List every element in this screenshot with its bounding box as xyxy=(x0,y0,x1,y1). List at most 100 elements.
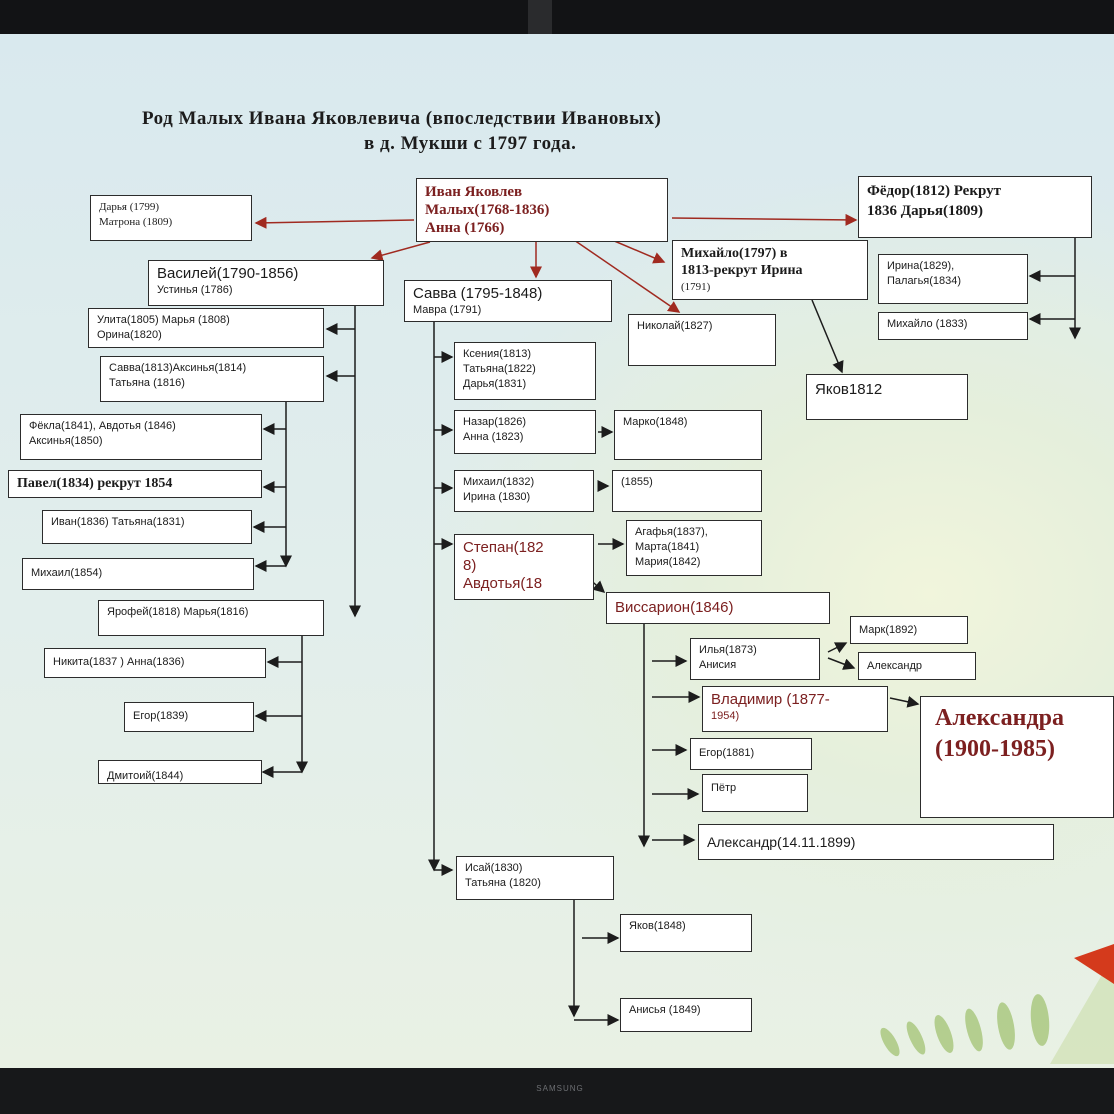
box-line: Татьяна(1822) xyxy=(463,363,536,375)
person-box-aleksandr-1899: Александр(14.11.1899) xyxy=(698,824,1054,860)
person-box-dmitriy: Дмитоий(1844) xyxy=(98,760,262,784)
box-line: Егор(1881) xyxy=(699,747,755,759)
box-line: Палагья(1834) xyxy=(887,275,962,287)
box-line: Авдотья(18 xyxy=(463,575,543,592)
person-box-pyotr: Пётр xyxy=(702,774,808,812)
box-line: Устинья (1786) xyxy=(157,284,233,296)
box-line: Ксения(1813) xyxy=(463,348,531,360)
box-line: Дарья(1831) xyxy=(463,378,527,390)
slide-title-line1: Род Малых Ивана Яковлевича (впоследствии… xyxy=(142,108,662,129)
person-box-vasiliy: Василей(1790-1856) Устинья (1786) xyxy=(148,260,384,306)
box-line: Савва (1795-1848) xyxy=(413,285,543,302)
box-line: Савва(1813)Аксинья(1814) xyxy=(109,362,247,374)
person-box-egor-1881: Егор(1881) xyxy=(690,738,812,770)
box-line: Ирина (1830) xyxy=(463,491,531,503)
box-line: Пётр xyxy=(711,782,737,794)
box-line: Яков(1848) xyxy=(629,920,686,932)
person-box-mikhail-1832: Михаил(1832) Ирина (1830) xyxy=(454,470,594,512)
person-box-1855: (1855) xyxy=(612,470,762,512)
box-line: Анна (1823) xyxy=(463,431,524,443)
person-box-fyodor: Фёдор(1812) Рекрут 1836 Дарья(1809) xyxy=(858,176,1092,238)
person-box-kseniya: Ксения(1813) Татьяна(1822) Дарья(1831) xyxy=(454,342,596,400)
box-line: (1791) xyxy=(681,281,711,293)
box-line: Анисья (1849) xyxy=(629,1004,701,1016)
person-box-marko: Марко(1848) xyxy=(614,410,762,460)
box-line: Александр(14.11.1899) xyxy=(707,834,856,850)
box-line: Степан(182 xyxy=(463,539,544,556)
box-line: Анисия xyxy=(699,659,737,671)
person-box-anisya: Анисья (1849) xyxy=(620,998,752,1032)
box-line: Дарья (1799) xyxy=(99,201,160,213)
box-line: Исай(1830) xyxy=(465,862,523,874)
person-box-stepan: Степан(182 8) Авдотья(18 xyxy=(454,534,594,600)
person-box-nikolai: Николай(1827) xyxy=(628,314,776,366)
box-line: Александра xyxy=(935,705,1064,731)
person-box-ilya: Илья(1873) Анисия xyxy=(690,638,820,680)
person-box-aleksandr-son: Александр xyxy=(858,652,976,680)
box-line: Татьяна (1816) xyxy=(109,377,185,389)
person-box-vladimir: Владимир (1877- 1954) xyxy=(702,686,888,732)
person-box-yakov-1848: Яков(1848) xyxy=(620,914,752,952)
box-line: Фёкла(1841), Авдотья (1846) xyxy=(29,420,176,432)
box-line: Матрона (1809) xyxy=(99,216,173,228)
person-box-agafya: Агафья(1837), Марта(1841) Мария(1842) xyxy=(626,520,762,576)
box-line: Анна (1766) xyxy=(425,220,505,236)
person-box-pavel: Павел(1834) рекрут 1854 xyxy=(8,470,262,498)
box-line: Фёдор(1812) Рекрут xyxy=(867,183,1001,199)
person-box-fyodor-child-1: Ирина(1829), Палагья(1834) xyxy=(878,254,1028,304)
person-box-aleksandra: Александра (1900-1985) xyxy=(920,696,1114,818)
person-box-nikita: Никита(1837 ) Анна(1836) xyxy=(44,648,266,678)
box-line: (1900-1985) xyxy=(935,736,1055,762)
person-box-daughters: Дарья (1799) Матрона (1809) xyxy=(90,195,252,241)
monitor-bezel xyxy=(0,1068,1114,1114)
box-line: Михайло(1797) в xyxy=(681,246,788,261)
box-line: Малых(1768-1836) xyxy=(425,202,550,218)
person-box-savva: Савва (1795-1848) Мавра (1791) xyxy=(404,280,612,322)
box-line: (1855) xyxy=(621,476,653,488)
person-box-vasiliy-child-2: Савва(1813)Аксинья(1814) Татьяна (1816) xyxy=(100,356,324,402)
person-box-fyodor-child-2: Михайло (1833) xyxy=(878,312,1028,340)
person-box-nazar: Назар(1826) Анна (1823) xyxy=(454,410,596,454)
box-line: Михаил(1854) xyxy=(31,567,103,579)
box-line: Ирина(1829), xyxy=(887,260,955,272)
box-line: 8) xyxy=(463,557,477,574)
person-box-savva-child-1: Фёкла(1841), Авдотья (1846) Аксинья(1850… xyxy=(20,414,262,460)
box-line: Марко(1848) xyxy=(623,416,688,428)
person-box-ivan-1836: Иван(1836) Татьяна(1831) xyxy=(42,510,252,544)
person-box-vissarion: Виссарион(1846) xyxy=(606,592,830,624)
box-line: Владимир (1877- xyxy=(711,691,830,708)
leaf-decoration-icon xyxy=(880,944,1114,1064)
person-box-isai: Исай(1830) Татьяна (1820) xyxy=(456,856,614,900)
box-line: Виссарион(1846) xyxy=(615,599,734,616)
box-line: Ярофей(1818) Марья(1816) xyxy=(107,606,249,618)
connector-lines xyxy=(252,213,1081,1026)
box-line: Михайло (1833) xyxy=(887,318,968,330)
box-line: Агафья(1837), xyxy=(635,526,708,538)
person-box-yarofei: Ярофей(1818) Марья(1816) xyxy=(98,600,324,636)
box-line: Никита(1837 ) Анна(1836) xyxy=(53,656,185,668)
box-line: Назар(1826) xyxy=(463,416,527,428)
box-line: Иван Яковлев xyxy=(425,184,523,200)
person-box-egor-1839: Егор(1839) xyxy=(124,702,254,732)
box-line: Василей(1790-1856) xyxy=(157,265,299,282)
person-box-mark: Марк(1892) xyxy=(850,616,968,644)
person-box-ivan-root: Иван Яковлев Малых(1768-1836) Анна (1766… xyxy=(416,178,668,242)
box-line: Орина(1820) xyxy=(97,329,162,341)
box-line: Егор(1839) xyxy=(133,710,189,722)
box-line: 1954) xyxy=(711,710,740,722)
box-line: Аксинья(1850) xyxy=(29,435,103,447)
slide-title-line2: в д. Мукши с 1797 года. xyxy=(364,133,577,154)
box-line: Мавра (1791) xyxy=(413,304,482,316)
box-line: Марк(1892) xyxy=(859,624,918,636)
box-line: Михаил(1832) xyxy=(463,476,535,488)
box-line: Дмитоий(1844) xyxy=(107,770,184,782)
box-line: Николай(1827) xyxy=(637,320,713,332)
person-box-vasiliy-child-1: Улита(1805) Марья (1808) Орина(1820) xyxy=(88,308,324,348)
box-line: Яков1812 xyxy=(815,381,883,398)
box-line: 1813-рекрут Ирина xyxy=(681,263,803,278)
box-line: Илья(1873) xyxy=(699,644,757,656)
brand-logo: SAMSUNG xyxy=(536,1084,584,1093)
box-line: Татьяна (1820) xyxy=(465,877,541,889)
box-line: Улита(1805) Марья (1808) xyxy=(97,314,230,326)
box-line: Павел(1834) рекрут 1854 xyxy=(17,476,173,491)
